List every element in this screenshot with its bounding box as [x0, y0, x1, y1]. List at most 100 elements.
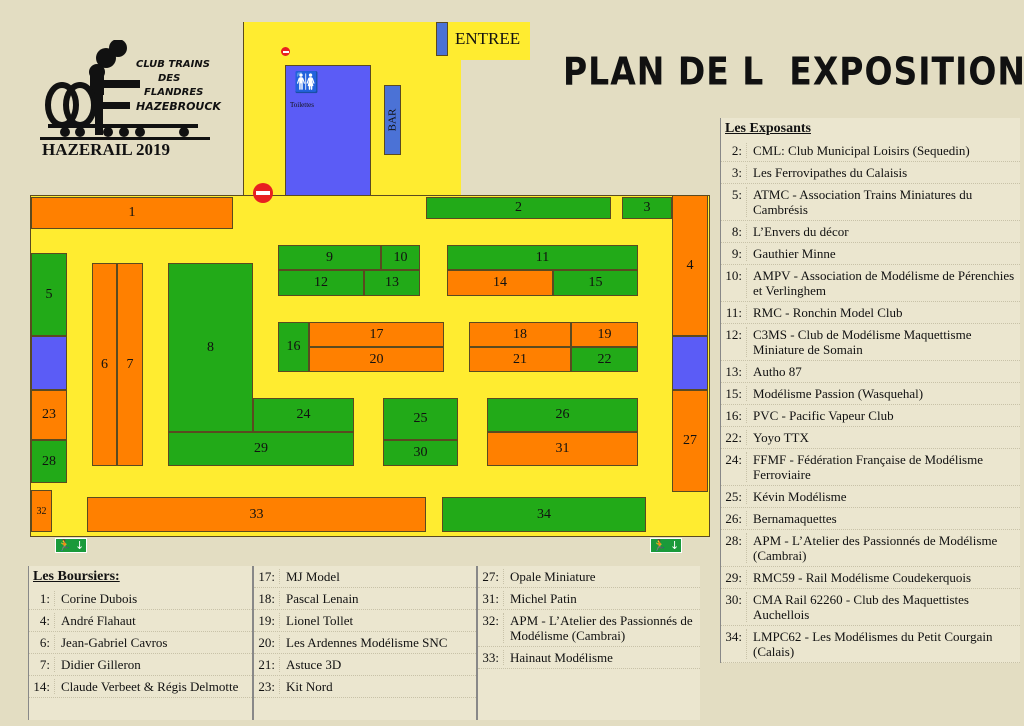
booth-number: 17: [254, 569, 280, 584]
booth-number: 18: [254, 591, 280, 606]
booth-26: 26 [487, 398, 638, 432]
booth-number: 31: [478, 591, 504, 606]
booth-number: 27: [478, 569, 504, 584]
booth-24: 24 [253, 398, 354, 432]
booth-number: 33: [478, 650, 504, 665]
booth-29: 29 [168, 432, 354, 466]
participant-name: Jean-Gabriel Cavros [61, 635, 168, 650]
emergency-exit-icon: 🏃↓ [650, 538, 682, 553]
list-item: 24:FFMF - Fédération Française de Modéli… [721, 449, 1020, 486]
list-item: 13: Autho 87 [721, 361, 1020, 383]
participant-name: Hainaut Modélisme [510, 650, 613, 665]
booth-16: 16 [278, 322, 309, 372]
club-logo: Club Trains des Flandres Hazebrouck HAZE… [40, 39, 221, 160]
booth-number: 32: [478, 613, 504, 643]
list-item: 5:ATMC - Association Trains Miniatures d… [721, 184, 1020, 221]
booth-7: 7 [117, 263, 143, 466]
logo-text: Hazebrouck [136, 100, 221, 113]
no-entry-icon [253, 183, 273, 203]
list-item: 34:LMPC62 - Les Modélismes du Petit Cour… [721, 626, 1020, 663]
list-item: 1:Corine Dubois [29, 588, 252, 610]
booth-27: 27 [672, 390, 708, 492]
booth-number: 3: [721, 165, 747, 180]
booth-number: 12: [721, 327, 747, 357]
participant-name: LMPC62 - Les Modélismes du Petit Courgai… [753, 629, 993, 659]
list-item: 32:APM - L’Atelier des Passionnés de Mod… [478, 610, 700, 647]
list-item: 16:PVC - Pacific Vapeur Club [721, 405, 1020, 427]
participant-name: Astuce 3D [286, 657, 342, 672]
participant-name: FFMF - Fédération Française de Modélisme… [753, 452, 983, 482]
participant-name: Les Ardennes Modélisme SNC [286, 635, 448, 650]
booth-25: 25 [383, 398, 458, 440]
emergency-exit-icon: 🏃↓ [55, 538, 87, 553]
list-item: 27:Opale Miniature [478, 566, 700, 588]
list-item: 17:MJ Model [254, 566, 476, 588]
list-item: 3: Les Ferrovipathes du Calaisis [721, 162, 1020, 184]
booth-number: 23: [254, 679, 280, 694]
booth-number: 22: [721, 430, 747, 445]
list-item: 29:RMC59 - Rail Modélisme Coudekerquois [721, 567, 1020, 589]
list-item: 21:Astuce 3D [254, 654, 476, 676]
booth-number: 1: [29, 591, 55, 606]
booth-number: 20: [254, 635, 280, 650]
booth-3: 3 [622, 197, 672, 219]
participant-name: André Flahaut [61, 613, 136, 628]
list-item: 20: Les Ardennes Modélisme SNC [254, 632, 476, 654]
booth-6: 6 [92, 263, 117, 466]
booth-number: 30: [721, 592, 747, 622]
booth-number: 10: [721, 268, 747, 298]
booth-number: 24: [721, 452, 747, 482]
bar-label: BAR [386, 108, 399, 132]
booth-34: 34 [442, 497, 646, 532]
booth-number: 29: [721, 570, 747, 585]
booth-31: 31 [487, 432, 638, 466]
participant-name: CMA Rail 62260 - Club des Maquettistes A… [753, 592, 969, 622]
booth-number: 4: [29, 613, 55, 628]
participant-name: L’Envers du décor [753, 224, 849, 239]
booth-21: 21 [469, 347, 571, 372]
logo-text: Flandres [144, 87, 204, 98]
booth-number: 8: [721, 224, 747, 239]
locomotive-icon [40, 39, 210, 140]
no-entry-icon [281, 47, 290, 56]
list-item: 14:Claude Verbeet & Régis Delmotte [29, 676, 252, 698]
booth-20: 20 [309, 347, 444, 372]
list-item: 7:Didier Gilleron [29, 654, 252, 676]
booth-19: 19 [571, 322, 638, 347]
list-item: 23:Kit Nord [254, 676, 476, 698]
participant-name: Kévin Modélisme [753, 489, 847, 504]
toilets [285, 65, 371, 196]
list-item: 10:AMPV - Association de Modélisme de Pé… [721, 265, 1020, 302]
booth-number: 26: [721, 511, 747, 526]
booth-number: 6: [29, 635, 55, 650]
booth-number: 16: [721, 408, 747, 423]
booth-22: 22 [571, 347, 638, 372]
participant-name: Les Ferrovipathes du Calaisis [753, 165, 908, 180]
list-item: 19:Lionel Tollet [254, 610, 476, 632]
participant-name: Autho 87 [753, 364, 802, 379]
entrance-label: ENTREE [455, 29, 521, 48]
participant-name: ATMC - Association Trains Miniatures du … [753, 187, 973, 217]
booth-2: 2 [426, 197, 611, 219]
participant-name: C3MS - Club de Modélisme Maquettisme Min… [753, 327, 972, 357]
list-item: 12:C3MS - Club de Modélisme Maquettisme … [721, 324, 1020, 361]
logo-text: Club Trains [136, 59, 210, 70]
booth-4: 4 [672, 195, 708, 336]
list-item: 28:APM - L’Atelier des Passionnés de Mod… [721, 530, 1020, 567]
booth-8: 8 [168, 263, 253, 432]
participant-name: APM - L’Atelier des Passionnés de Modéli… [753, 533, 998, 563]
participant-name: Bernamaquettes [753, 511, 837, 526]
list-item: 30:CMA Rail 62260 - Club des Maquettiste… [721, 589, 1020, 626]
booth-18: 18 [469, 322, 571, 347]
bar: BAR [384, 85, 401, 155]
list-item: 15:Modélisme Passion (Wasquehal) [721, 383, 1020, 405]
booth-30: 30 [383, 440, 458, 466]
booth-12: 12 [278, 270, 364, 296]
participant-name: AMPV - Association de Modélisme de Péren… [753, 268, 1015, 298]
booth-number: 15: [721, 386, 747, 401]
toilets-icon: 🚻 [294, 72, 319, 94]
booth-28: 28 [31, 440, 67, 483]
booth-number: 13: [721, 364, 747, 379]
participant-name: CML: Club Municipal Loisirs (Sequedin) [753, 143, 970, 158]
